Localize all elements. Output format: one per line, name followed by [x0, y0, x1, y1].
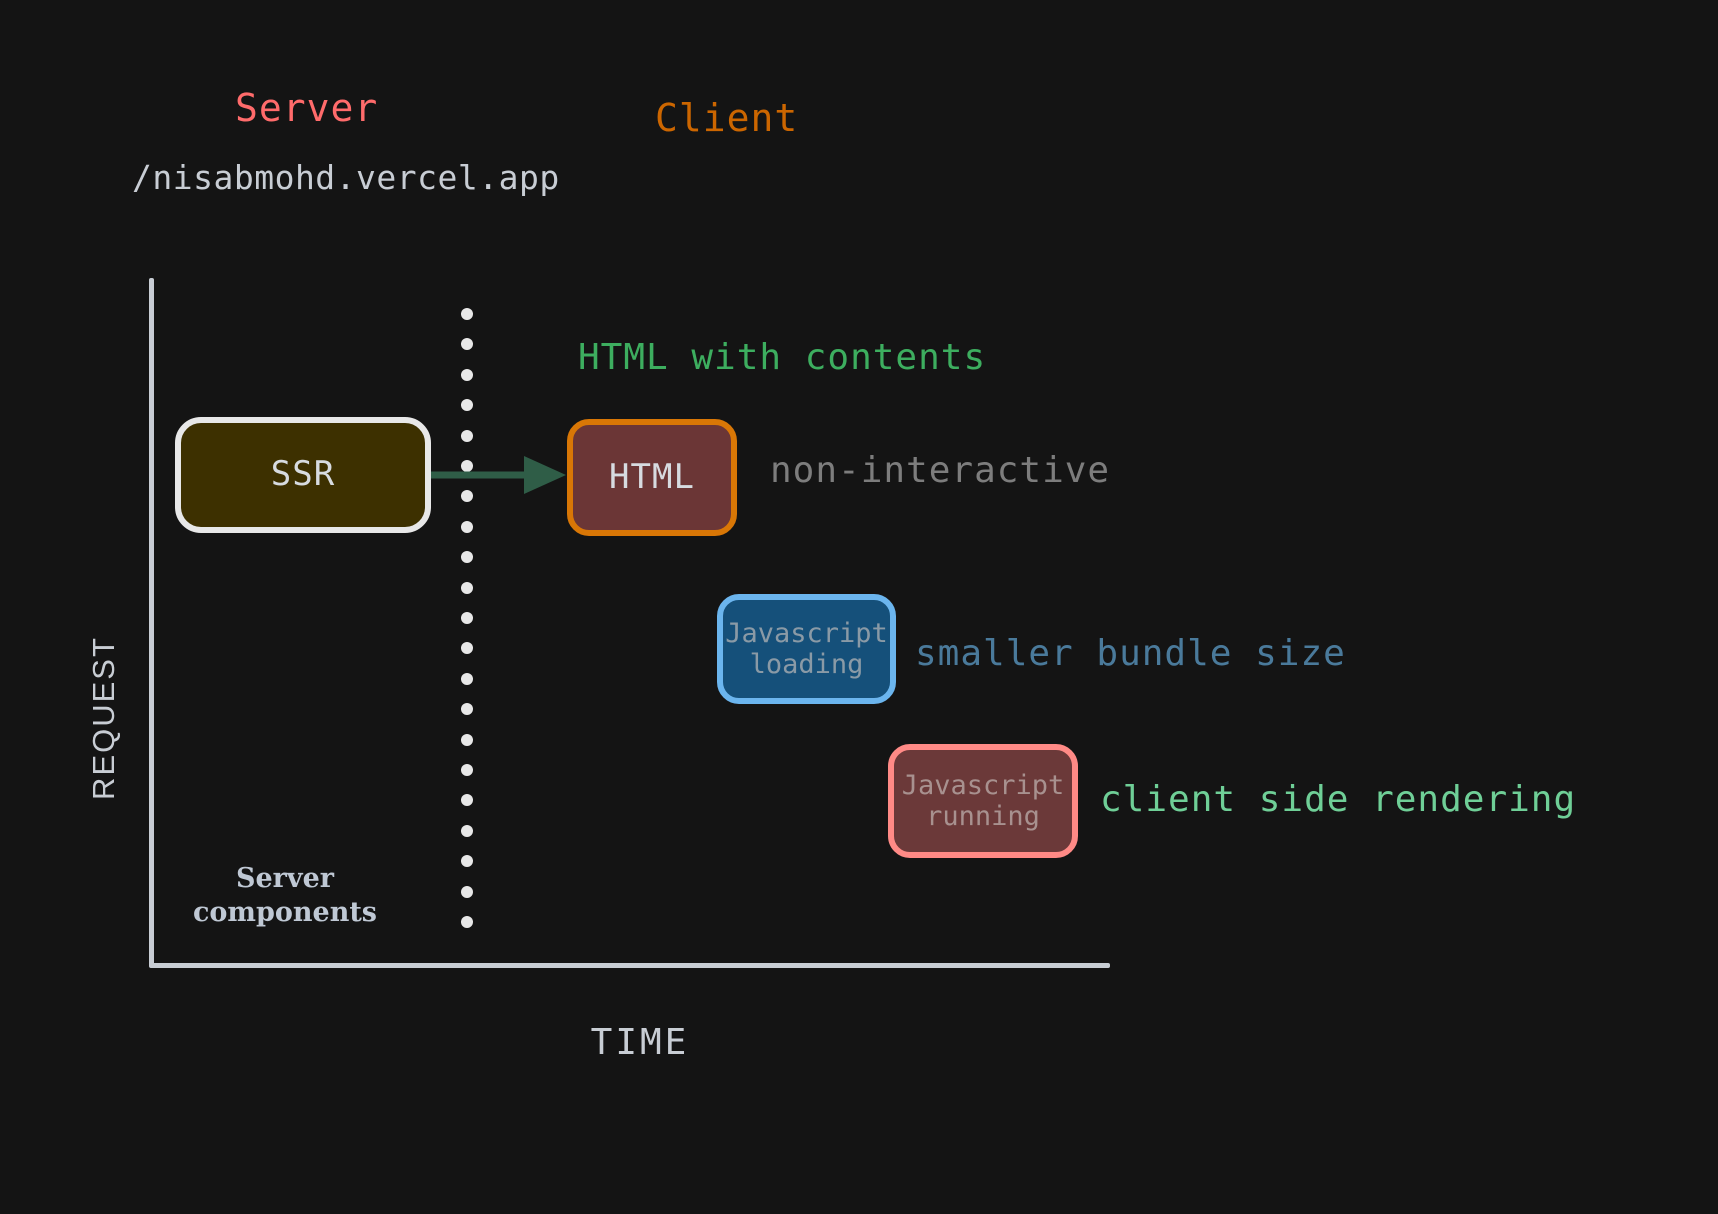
divider-dot	[461, 581, 473, 594]
x-axis-line	[150, 963, 1110, 968]
divider-dot	[461, 429, 473, 442]
divider-dot	[461, 733, 473, 746]
divider-dot	[461, 612, 473, 624]
annotation-smaller-bundle-size: smaller bundle size	[915, 633, 1346, 674]
x-axis-label: TIME	[590, 1022, 690, 1063]
ssr-box[interactable]: SSR	[175, 417, 431, 533]
divider-dot	[461, 855, 473, 868]
annotation-non-interactive: non-interactive	[770, 450, 1111, 491]
annotation-html-with-contents: HTML with contents	[578, 337, 987, 378]
divider-dot	[461, 460, 473, 472]
html-box[interactable]: HTML	[567, 419, 737, 536]
client-column-heading: Client	[655, 96, 799, 140]
divider-dot	[461, 916, 473, 928]
divider-dot	[461, 764, 473, 776]
divider-dot	[461, 672, 473, 685]
divider-dot	[461, 551, 473, 564]
server-column-heading: Server	[235, 86, 379, 130]
javascript-running-box[interactable]: Javascript running	[888, 744, 1078, 858]
url-label: /nisabmohd.vercel.app	[132, 158, 560, 197]
server-client-divider	[461, 308, 473, 928]
javascript-loading-box[interactable]: Javascript loading	[717, 594, 896, 704]
divider-dot	[461, 399, 473, 412]
divider-dot	[461, 885, 473, 898]
divider-dot	[461, 338, 473, 351]
server-components-label: Server components	[192, 863, 378, 928]
divider-dot	[461, 490, 473, 503]
divider-dot	[461, 794, 473, 807]
y-axis-line	[149, 278, 154, 968]
divider-dot	[461, 520, 473, 533]
y-axis-label: REQUEST	[86, 636, 121, 800]
divider-dot	[461, 703, 473, 716]
divider-dot	[461, 308, 473, 320]
divider-dot	[461, 642, 473, 655]
divider-dot	[461, 368, 473, 381]
annotation-client-side-rendering: client side rendering	[1100, 779, 1577, 820]
divider-dot	[461, 824, 473, 837]
ssr-to-html-arrow	[424, 452, 574, 498]
